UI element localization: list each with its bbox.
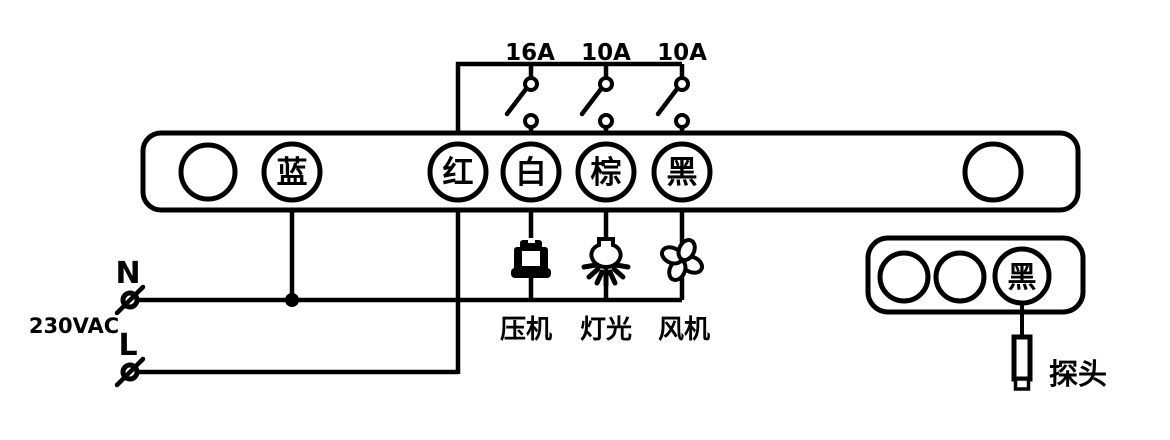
- breaker-switch-10a-2: 10A: [655, 40, 707, 148]
- sensor-terminal-empty-1: [877, 250, 931, 304]
- fan-blade: [676, 238, 697, 263]
- neutral-label: N: [115, 256, 140, 291]
- bulb-ray: [611, 266, 626, 280]
- breaker-group: 16A 10A 10A: [504, 40, 707, 148]
- terminal-blue: [261, 141, 323, 203]
- terminal-strip: 蓝 红 白 棕 黑: [140, 130, 1081, 213]
- line-terminal-icon: [114, 356, 146, 388]
- neutral-terminal-slash: [114, 284, 146, 316]
- switch-bottom-contact: [598, 113, 614, 129]
- junction-dot: [285, 293, 299, 307]
- sensor-terminal-empty-2: [933, 250, 987, 304]
- supply-group: N 230VAC L: [29, 256, 146, 388]
- line-wire-group: [136, 61, 682, 375]
- bulb-ray: [613, 262, 631, 270]
- switch-top-contact: [598, 76, 614, 92]
- breaker-rating-label: 10A: [581, 40, 631, 66]
- terminal-white: [500, 141, 562, 203]
- terminal-empty-left: [178, 142, 238, 202]
- bulb-outline: [589, 237, 623, 270]
- compressor-label: 压机: [500, 315, 552, 345]
- breaker-rating-label: 10A: [657, 40, 707, 66]
- switch-bottom-contact: [523, 113, 539, 129]
- terminal-red: [427, 141, 489, 203]
- switch-top-contact: [523, 76, 539, 92]
- breaker-rating-label: 16A: [505, 40, 555, 66]
- breaker-switch-10a-1: 10A: [579, 40, 631, 148]
- compressor-window: [522, 251, 540, 266]
- bulb-ray: [586, 266, 601, 280]
- bulb-ray: [594, 269, 605, 286]
- switch-top-contact: [674, 76, 690, 92]
- fan-label: 风机: [658, 315, 710, 345]
- sensor-block: 黑 探头: [865, 235, 1107, 391]
- switch-lever: [504, 86, 529, 117]
- terminal-brown-label: 棕: [591, 155, 622, 191]
- terminal-red-label: 红: [443, 155, 474, 191]
- compressor-cap-notch: [528, 238, 535, 243]
- loads-group: 压机 灯光 风机: [500, 237, 710, 345]
- probe-label: 探头: [1049, 357, 1107, 391]
- switch-lever: [579, 86, 604, 117]
- compressor-icon: [511, 238, 551, 278]
- probe-tip: [1013, 377, 1031, 391]
- neutral-wire-group: [136, 198, 682, 307]
- switch-lever: [655, 86, 680, 117]
- terminal-black-label: 黑: [667, 155, 698, 191]
- line-terminal-slash: [114, 356, 146, 388]
- line-label: L: [118, 328, 137, 363]
- terminal-black: [651, 141, 713, 203]
- voltage-label: 230VAC: [29, 314, 119, 338]
- bulb-ray: [607, 269, 618, 286]
- sensor-terminal-black-label: 黑: [1007, 260, 1036, 294]
- terminal-white-label: 白: [516, 155, 547, 191]
- compressor-base: [511, 268, 551, 278]
- terminal-blue-label: 蓝: [277, 155, 308, 191]
- fan-icon: [660, 238, 704, 282]
- light-icon: [581, 237, 631, 288]
- probe-icon: [1011, 334, 1033, 391]
- terminal-empty-right: [962, 141, 1024, 203]
- bulb-rays: [581, 262, 631, 288]
- probe-body: [1011, 334, 1033, 382]
- terminal-brown: [575, 141, 637, 203]
- light-label: 灯光: [580, 315, 632, 345]
- neutral-terminal-icon: [114, 284, 146, 316]
- bulb-ray: [581, 262, 599, 270]
- switch-bottom-contact: [674, 113, 690, 129]
